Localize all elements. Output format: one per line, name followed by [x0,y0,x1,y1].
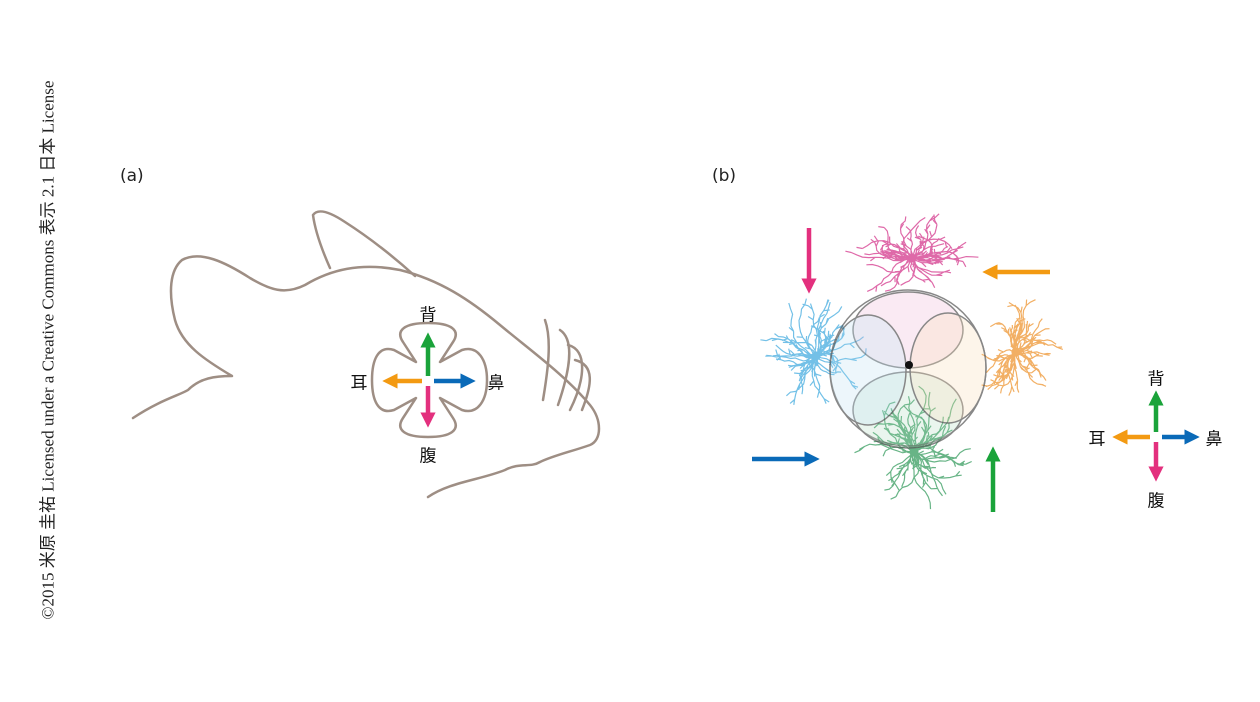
direction-arrows-a [382,332,476,428]
direction-arrows-b [1112,390,1200,482]
dendrites [981,299,1064,396]
label-dorsal-a: 背 [419,305,437,326]
dendrites [845,213,979,292]
label-dorsal-b: 背 [1147,369,1165,390]
label-nasal-b: 鼻 [1205,429,1223,450]
soma [907,253,917,263]
nasal-cell [760,298,867,405]
panel-b-label: (b) [712,166,737,186]
panel-a-label: (a) [120,166,144,186]
mouse-outline [131,210,601,499]
dendritic-field-outlines [829,289,987,449]
label-ventral-b: 腹 [1147,491,1165,512]
label-temporal-a: 耳 [350,373,368,394]
soma [909,447,919,457]
label-nasal-a: 鼻 [487,373,505,394]
label-ventral-a: 腹 [419,446,437,467]
dorsal-cell [845,213,979,292]
label-temporal-b: 耳 [1088,429,1106,450]
stimulus-arrows-b [752,228,1050,512]
dendrites [760,298,867,405]
retina-outline [370,321,489,439]
temporal-cell [981,299,1064,396]
soma [1011,347,1021,357]
soma [811,351,821,361]
